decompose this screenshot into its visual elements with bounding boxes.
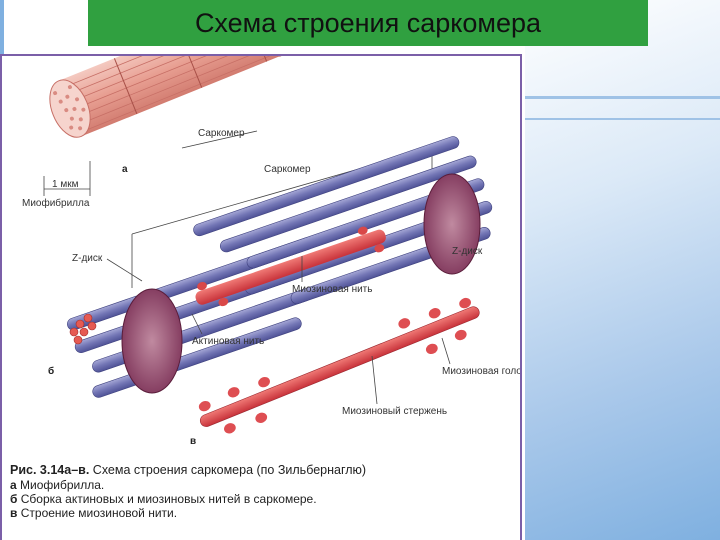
label-z-disk-left: Z-диск [72, 253, 103, 264]
label-1-mkm: 1 мкм [52, 179, 79, 190]
myofibril-cylinder [42, 56, 289, 143]
label-sarcomere-top: Саркомер [198, 128, 245, 139]
label-sarcomere-mid: Саркомер [264, 164, 311, 175]
decor-line [525, 118, 720, 120]
label-myosin-thread: Миозиновая нить [292, 284, 372, 295]
pointer-line [442, 338, 450, 364]
decor-line [525, 96, 720, 99]
label-part-b: б [48, 365, 54, 377]
caption-title: Рис. 3.14а–в. Схема строения саркомера (… [10, 462, 510, 478]
pointer-line [107, 259, 142, 281]
title-bar: Схема строения саркомера [88, 0, 648, 46]
z-disk-left [122, 289, 182, 393]
slide-title: Схема строения саркомера [195, 8, 541, 39]
caption-figure-number: Рис. 3.14а–в. [10, 463, 89, 477]
caption-item: а Миофибрилла. [10, 478, 510, 492]
label-actin-thread: Актиновая нить [192, 336, 264, 347]
caption-figure-title: Схема строения саркомера (по Зильбернагл… [93, 463, 366, 477]
label-myosin-head: Миозиновая головка [442, 366, 522, 377]
z-disk-right [424, 174, 480, 274]
figure-frame: Саркомер а 1 мкм Миофибрилла Саркомер [0, 54, 522, 540]
caption-item: в Строение миозиновой нити. [10, 506, 510, 520]
label-myosin-rod: Миозиновый стержень [342, 406, 447, 417]
slide-background [525, 0, 720, 540]
figure-caption: Рис. 3.14а–в. Схема строения саркомера (… [10, 462, 510, 520]
label-z-disk-right: Z-диск [452, 246, 483, 257]
label-part-a: а [122, 164, 128, 175]
caption-item: б Сборка актиновых и миозиновых нитей в … [10, 492, 510, 506]
label-myofibril: Миофибрилла [22, 197, 90, 209]
label-part-c: в [190, 436, 196, 447]
pointer-line [372, 356, 377, 404]
